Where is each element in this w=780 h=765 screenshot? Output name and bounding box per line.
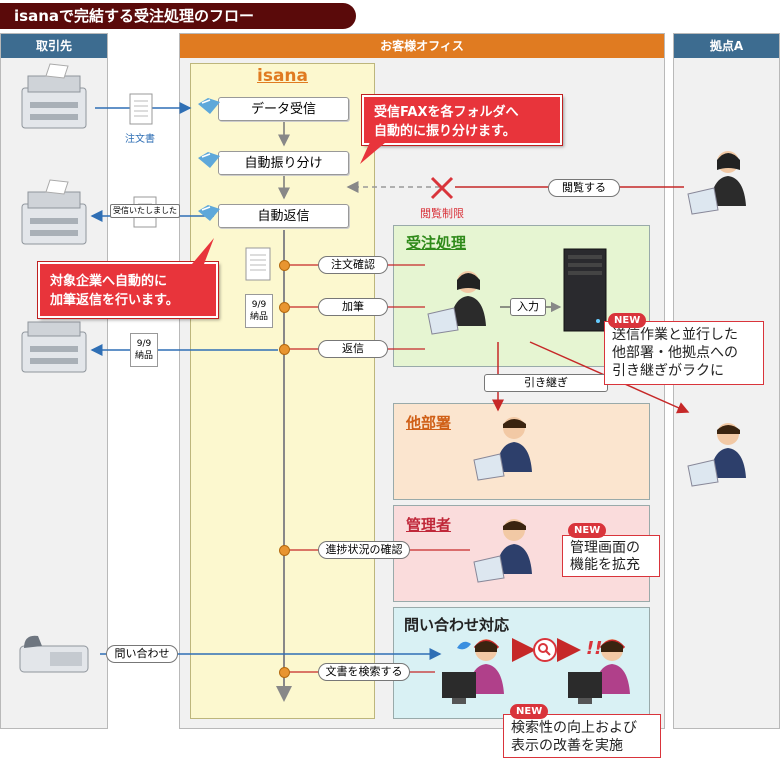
- person-at-computer-icon: [687, 423, 746, 487]
- exclamation-icon: !!: [586, 638, 602, 658]
- section-support-title: 問い合わせ対応: [404, 616, 510, 634]
- new-badge: NEW: [568, 523, 607, 538]
- progress-tag: 進捗状況の確認: [318, 541, 410, 559]
- svg-text:!!: !!: [586, 638, 602, 658]
- step-dot-progress: [279, 545, 290, 556]
- fax-machine-icon: [21, 63, 87, 129]
- document-icon: [245, 247, 271, 281]
- handover-tag: 引き継ぎ: [484, 374, 608, 392]
- section-support: 問い合わせ対応: [393, 607, 650, 719]
- new-handover-note: 送信作業と並行した 他部署・他拠点への 引き継ぎがラクに: [604, 321, 764, 385]
- telephone-icon: [19, 635, 89, 673]
- person-at-computer-icon: [473, 519, 532, 583]
- folder-flag-icon: [198, 205, 220, 221]
- callout-tail: [360, 142, 386, 164]
- step-dot-search: [279, 667, 290, 678]
- callout-auto-reply: 対象企業へ自動的に 加筆返信を行います。: [38, 262, 218, 318]
- step-dot-reply: [279, 344, 290, 355]
- view-limit-label: 閲覧制限: [420, 207, 464, 220]
- sweat-drop-icon: [457, 641, 471, 650]
- order-check-tag: 注文確認: [318, 256, 388, 274]
- step-auto-reply: 自動返信: [218, 204, 349, 228]
- section-order-title: 受注処理: [406, 234, 467, 252]
- new-manage-note: 管理画面の 機能を拡充: [562, 535, 660, 577]
- person-at-computer-icon: [427, 271, 486, 335]
- delivery-doc-2: 9/9 納品: [130, 333, 158, 367]
- folder-flag-icon: [198, 152, 220, 168]
- fax-machine-icon: [21, 321, 87, 373]
- inquiry-tag: 問い合わせ: [106, 645, 178, 663]
- lane-office-header: お客様オフィス: [180, 34, 664, 58]
- delivery-doc-1: 9/9 納品: [245, 294, 273, 328]
- folder-flag-icon: [198, 98, 220, 114]
- received-label: 受信いたしました: [110, 204, 180, 218]
- view-tag: 閲覧する: [548, 179, 620, 197]
- callout-tail: [192, 238, 214, 264]
- step-auto-sort: 自動振り分け: [218, 151, 349, 175]
- input-tag: 入力: [510, 298, 546, 316]
- step-dot-addition: [279, 302, 290, 313]
- support-agent-icon: [442, 639, 504, 704]
- addition-tag: 加筆: [318, 298, 388, 316]
- person-at-computer-icon: [473, 417, 532, 481]
- section-other-dept-title: 他部署: [406, 414, 452, 432]
- document-icon: [129, 93, 153, 125]
- lane-branch-header: 拠点A: [674, 34, 779, 58]
- fax-machine-icon: [21, 179, 87, 245]
- callout-fax-sorting: 受信FAXを各フォルダへ 自動的に振り分けます。: [362, 95, 562, 145]
- section-manager-title: 管理者: [406, 516, 452, 534]
- step-data-receive: データ受信: [218, 97, 349, 121]
- isana-title: isana: [257, 66, 308, 86]
- new-badge: NEW: [608, 313, 647, 328]
- person-at-computer-icon: [687, 151, 746, 215]
- new-search-note: 検索性の向上および 表示の改善を実施: [503, 714, 661, 758]
- order-doc-label: 注文書: [125, 134, 155, 145]
- step-dot-order-check: [279, 260, 290, 271]
- new-badge: NEW: [510, 704, 549, 719]
- support-agent-icon: [568, 639, 630, 704]
- page-title: isanaで完結する受注処理のフロー: [0, 3, 356, 29]
- search-tag: 文書を検索する: [318, 663, 410, 681]
- lane-partner-header: 取引先: [1, 34, 107, 58]
- section-order: 受注処理: [393, 225, 650, 367]
- lane-partner: 取引先: [0, 33, 108, 729]
- reply-tag: 返信: [318, 340, 388, 358]
- server-icon: [563, 248, 607, 332]
